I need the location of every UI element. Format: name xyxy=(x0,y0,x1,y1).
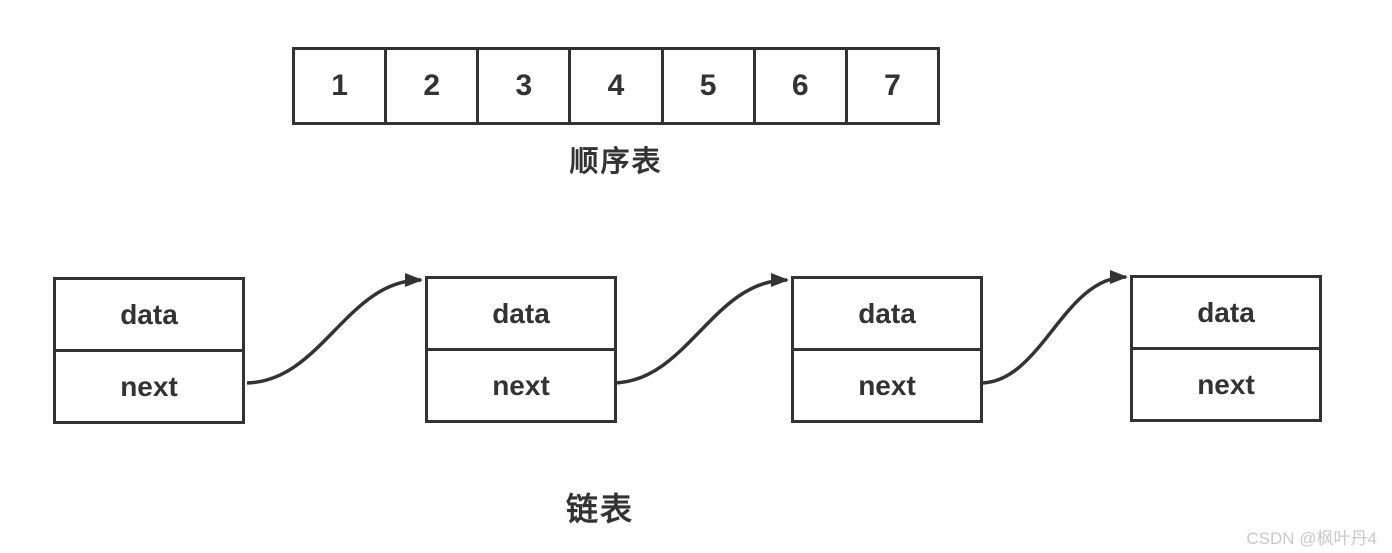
node-1-data-field: data xyxy=(56,280,242,352)
array-cell-5: 5 xyxy=(660,50,753,122)
linked-list-node-4: data next xyxy=(1130,275,1322,422)
array-cell-7: 7 xyxy=(844,50,937,122)
linked-list-node-3: data next xyxy=(791,276,983,423)
node-3-data-field: data xyxy=(794,279,980,351)
linked-list-label: 链表 xyxy=(565,491,634,527)
node-2-next-field: next xyxy=(492,369,550,401)
node-4-next-field: next xyxy=(1197,368,1255,400)
watermark-text: CSDN @枫叶丹4 xyxy=(1246,529,1377,548)
array-cell-1: 1 xyxy=(331,69,348,102)
node-2-data-field: data xyxy=(428,279,614,351)
arrow-node2-to-node3 xyxy=(613,273,789,385)
node-1-next-field: next xyxy=(120,370,178,402)
sequential-list-label: 顺序表 xyxy=(569,146,663,178)
linked-list-node-1: data next xyxy=(53,277,245,424)
array-cell-3: 3 xyxy=(476,50,568,122)
node-3-next-field: next xyxy=(858,369,916,401)
array-cell-2: 2 xyxy=(384,50,476,122)
array-cell-4: 4 xyxy=(568,50,660,122)
sequential-list-array: 1 2 3 4 5 6 7 xyxy=(292,47,940,125)
arrow-node1-to-node2 xyxy=(246,273,423,385)
array-cell-6: 6 xyxy=(752,50,845,122)
linked-list-node-2: data next xyxy=(425,276,617,423)
arrow-node3-to-node4 xyxy=(981,270,1128,385)
node-4-data-field: data xyxy=(1133,278,1319,350)
